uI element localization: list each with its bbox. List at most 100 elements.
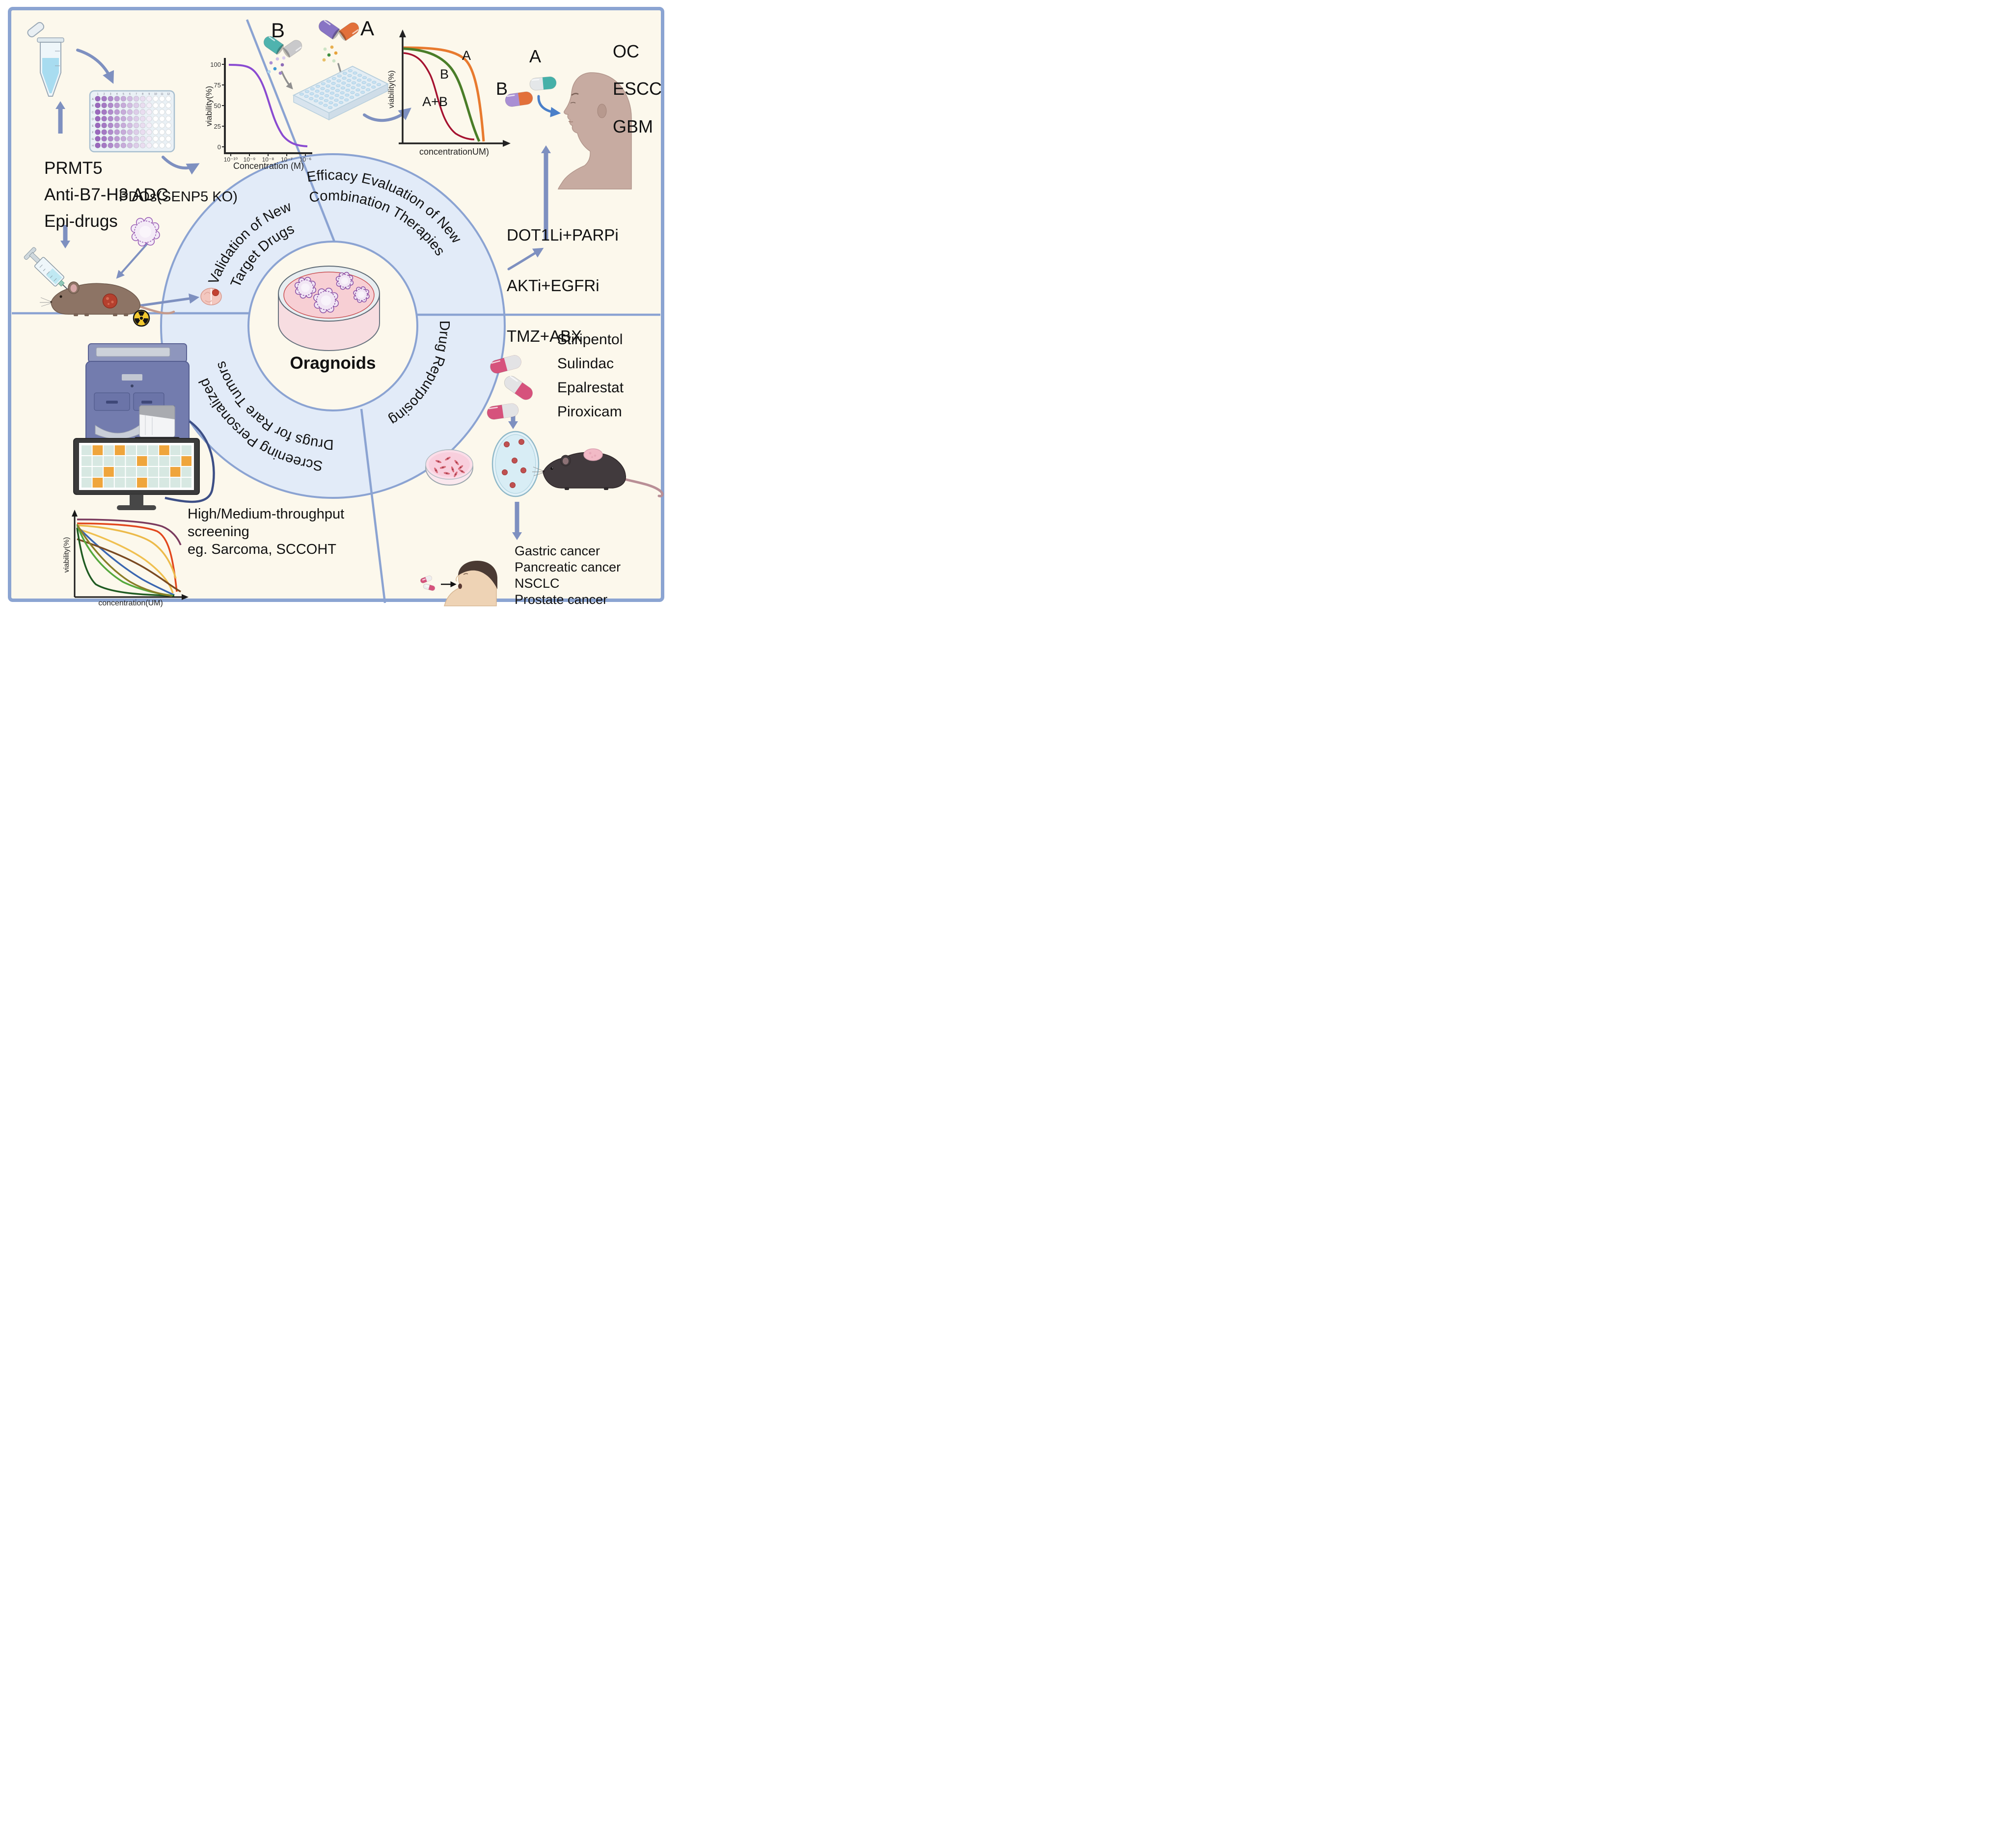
plate-well bbox=[304, 95, 309, 98]
repurposed-drug-2: Sulindac bbox=[557, 355, 614, 372]
plate-well bbox=[153, 96, 159, 102]
plate-well bbox=[331, 77, 336, 80]
cell-culture-dish-icon bbox=[425, 449, 473, 486]
y-tick: 75 bbox=[214, 82, 221, 89]
plate-well bbox=[101, 136, 107, 142]
plate-well bbox=[146, 102, 152, 109]
plate-well bbox=[337, 74, 342, 78]
figure-canvas: Validation of New Target Drugs Efficacy … bbox=[0, 0, 672, 609]
screening-caption-3: eg. Sarcoma, SCCOHT bbox=[188, 542, 336, 557]
screen-curve bbox=[77, 538, 181, 593]
plate-well bbox=[345, 93, 350, 97]
cell bbox=[434, 467, 438, 473]
pdo-organoid-icon bbox=[131, 217, 160, 246]
plate-well bbox=[361, 86, 366, 89]
plate-well bbox=[133, 96, 139, 102]
x-axis-label: concentration(UM) bbox=[98, 599, 163, 607]
target-drug-3: Epi-drugs bbox=[44, 212, 118, 231]
figure-art: Validation of New Target Drugs Efficacy … bbox=[12, 19, 664, 607]
curve-a-plus-b bbox=[403, 52, 475, 140]
powder-dot bbox=[282, 56, 286, 60]
repurposed-cancer-2: Pancreatic cancer bbox=[515, 560, 621, 574]
plate-col-label: 2 bbox=[104, 93, 105, 96]
dose-response-chart: 100 75 50 25 0 10⁻¹⁰ 10⁻⁹ 10⁻⁸ 10⁻⁷ 10⁻⁶… bbox=[204, 58, 312, 171]
monitor-icon bbox=[73, 438, 200, 510]
cell bbox=[443, 472, 450, 475]
plate-well bbox=[371, 85, 376, 89]
screen-curve bbox=[76, 524, 173, 597]
cancer-gbm: GBM bbox=[613, 116, 654, 136]
y-axis-label: viability(%) bbox=[387, 70, 396, 108]
powder-dot bbox=[327, 53, 331, 57]
capsule-a-label: A bbox=[360, 17, 375, 40]
y-tick: 25 bbox=[214, 123, 221, 130]
screening-caption-2: screening bbox=[188, 524, 249, 540]
plate-col-label: 10 bbox=[154, 93, 157, 96]
plate-well bbox=[153, 142, 159, 149]
black-mouse-icon bbox=[532, 448, 664, 497]
combo-chart: A B A+B viability(%) concentrationUM) bbox=[387, 29, 511, 157]
capsule-icon bbox=[490, 355, 521, 374]
capsule-icon bbox=[504, 376, 533, 400]
heatmap-cell bbox=[126, 456, 136, 466]
plate-well bbox=[323, 104, 328, 107]
plate-well bbox=[139, 136, 146, 142]
plate-well bbox=[345, 88, 350, 92]
plate-well bbox=[101, 142, 107, 149]
plate-well bbox=[101, 129, 107, 135]
repurposed-cancer-1: Gastric cancer bbox=[515, 544, 600, 558]
y-axis-label: viability(%) bbox=[62, 537, 71, 573]
plate-col-label: 6 bbox=[129, 93, 131, 96]
combo-plate-icon bbox=[292, 65, 389, 121]
powder-dot bbox=[280, 63, 284, 67]
heatmap-cell bbox=[114, 478, 125, 488]
arrow-head bbox=[508, 421, 518, 429]
organoid-icon bbox=[131, 217, 160, 246]
plate-well bbox=[153, 102, 159, 109]
plate-col-label: 1 bbox=[97, 93, 99, 96]
arrow-tube-to-plate bbox=[76, 49, 114, 84]
powder-dot bbox=[275, 57, 279, 61]
plate-well bbox=[133, 109, 139, 115]
plate-well bbox=[127, 96, 133, 102]
heatmap-cell bbox=[104, 478, 114, 488]
x-tick: 10⁻⁹ bbox=[244, 156, 256, 163]
target-drug-2: Anti-B7-H3 ADC bbox=[44, 185, 168, 204]
cell bbox=[435, 460, 442, 464]
plate-well bbox=[127, 102, 133, 109]
arrow-pill-to-patient bbox=[537, 95, 561, 117]
open-mouth bbox=[458, 583, 462, 589]
open-capsule-half-icon bbox=[282, 40, 302, 58]
plate-well bbox=[330, 86, 335, 90]
plate-well bbox=[347, 79, 352, 82]
plate-well bbox=[360, 90, 365, 94]
pdo-label: PDOs(SENP5 KO) bbox=[119, 189, 238, 205]
plate-well bbox=[331, 82, 336, 85]
plate-well bbox=[351, 86, 355, 89]
plate-well bbox=[146, 122, 152, 129]
open-capsule-half-icon bbox=[318, 20, 340, 40]
pill-a-label: A bbox=[529, 46, 542, 66]
plate-row-label: D bbox=[92, 118, 94, 121]
petri-dish-icon bbox=[278, 266, 380, 351]
plate-well bbox=[326, 84, 330, 88]
heatmap-cell bbox=[148, 445, 159, 455]
cell bbox=[458, 465, 463, 470]
repurposed-pills bbox=[420, 355, 533, 591]
plate-row-label: F bbox=[92, 132, 93, 135]
heatmap-cell bbox=[148, 456, 159, 466]
cell bbox=[459, 469, 465, 473]
plate-well bbox=[114, 129, 120, 135]
cable bbox=[164, 420, 215, 503]
syringe-icon bbox=[24, 247, 75, 297]
plate-well bbox=[346, 83, 351, 87]
plate-well bbox=[340, 86, 345, 90]
plate-well bbox=[127, 122, 133, 129]
heatmap-cell bbox=[126, 467, 136, 477]
plate-well bbox=[114, 122, 120, 129]
screening-chart: viability(%) concentration(UM) bbox=[62, 510, 189, 607]
plate-well bbox=[165, 136, 171, 142]
screen-curve bbox=[77, 524, 177, 579]
plate-well bbox=[108, 122, 114, 129]
y-tick: 0 bbox=[218, 143, 221, 151]
